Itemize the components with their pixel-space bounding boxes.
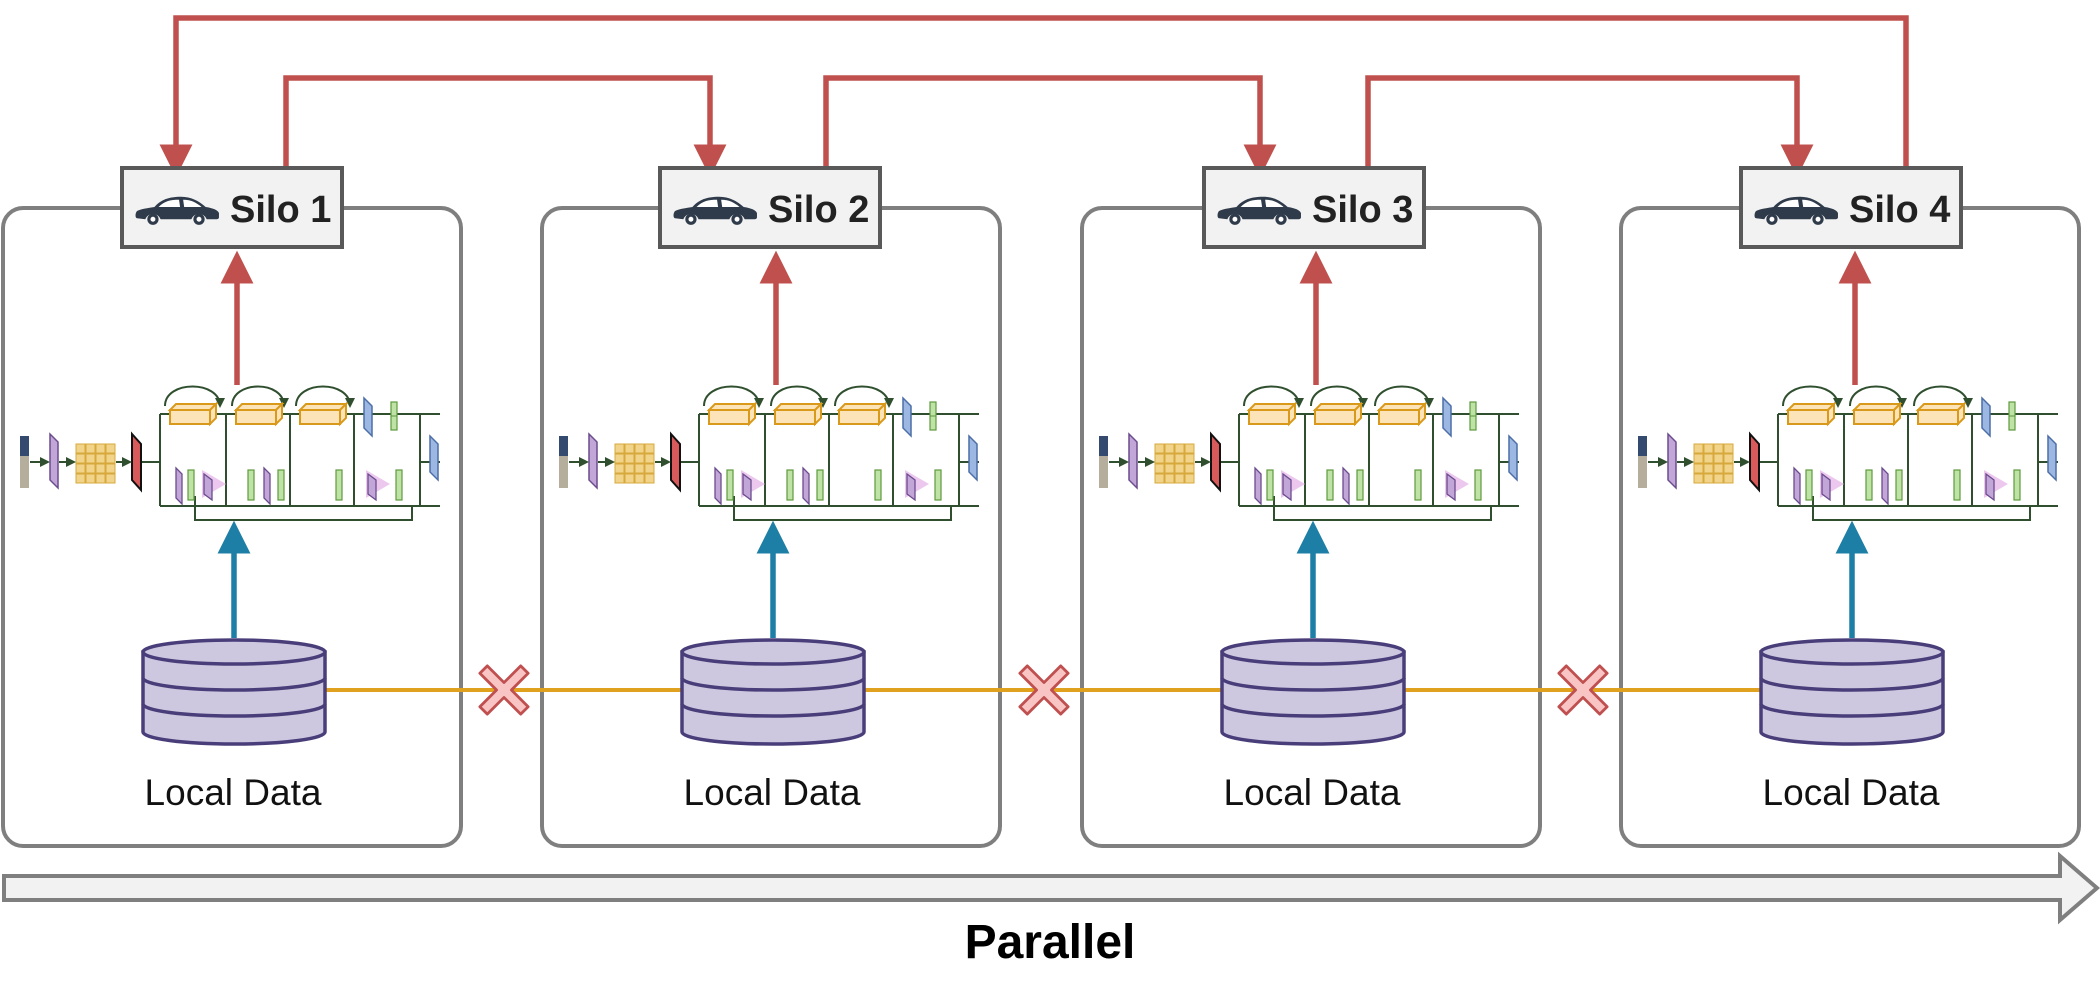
silo-1: Silo 1 Local Data xyxy=(20,166,440,813)
silo-label: Silo 4 xyxy=(1849,189,1950,231)
database-icon xyxy=(141,638,327,746)
silo-panel-3 xyxy=(1080,206,1542,848)
parallel-arrow xyxy=(2,851,2100,925)
silo-3: Silo 3 Local Data xyxy=(1099,166,1519,813)
silo-panel-frame xyxy=(1080,206,1542,848)
link-silo3-to-silo4 xyxy=(1365,75,1814,178)
silo-panel-frame xyxy=(540,206,1002,848)
silo-panel-frame xyxy=(1,206,463,848)
link-silo4-to-silo1 xyxy=(159,15,1909,178)
silo-label: Silo 1 xyxy=(230,189,331,231)
local-data-label: Local Data xyxy=(145,772,322,813)
data-links xyxy=(318,664,1766,716)
silo-panel-4 xyxy=(1619,206,2081,848)
database-icon xyxy=(680,638,866,746)
local-data-label: Local Data xyxy=(684,772,861,813)
parallel-label: Parallel xyxy=(965,916,1136,969)
silo-label-box xyxy=(120,166,344,249)
link-silo2-to-silo3 xyxy=(823,75,1277,178)
silo-panel-frame xyxy=(1619,206,2081,848)
silo-2: Silo 2 Local Data xyxy=(559,166,979,813)
local-data-label: Local Data xyxy=(1224,772,1401,813)
silo-panel-1 xyxy=(1,206,463,848)
local-data-label: Local Data xyxy=(1763,772,1940,813)
silo-4: Silo 4 Local Data xyxy=(1638,166,2058,813)
aggregation-lines xyxy=(159,15,1909,178)
silo-label: Silo 2 xyxy=(768,189,869,231)
database-icon xyxy=(1220,638,1406,746)
silo-panel-2 xyxy=(540,206,1002,848)
silo-label: Silo 3 xyxy=(1312,189,1413,231)
database-icon xyxy=(1759,638,1945,746)
link-silo1-to-silo2 xyxy=(283,75,727,178)
